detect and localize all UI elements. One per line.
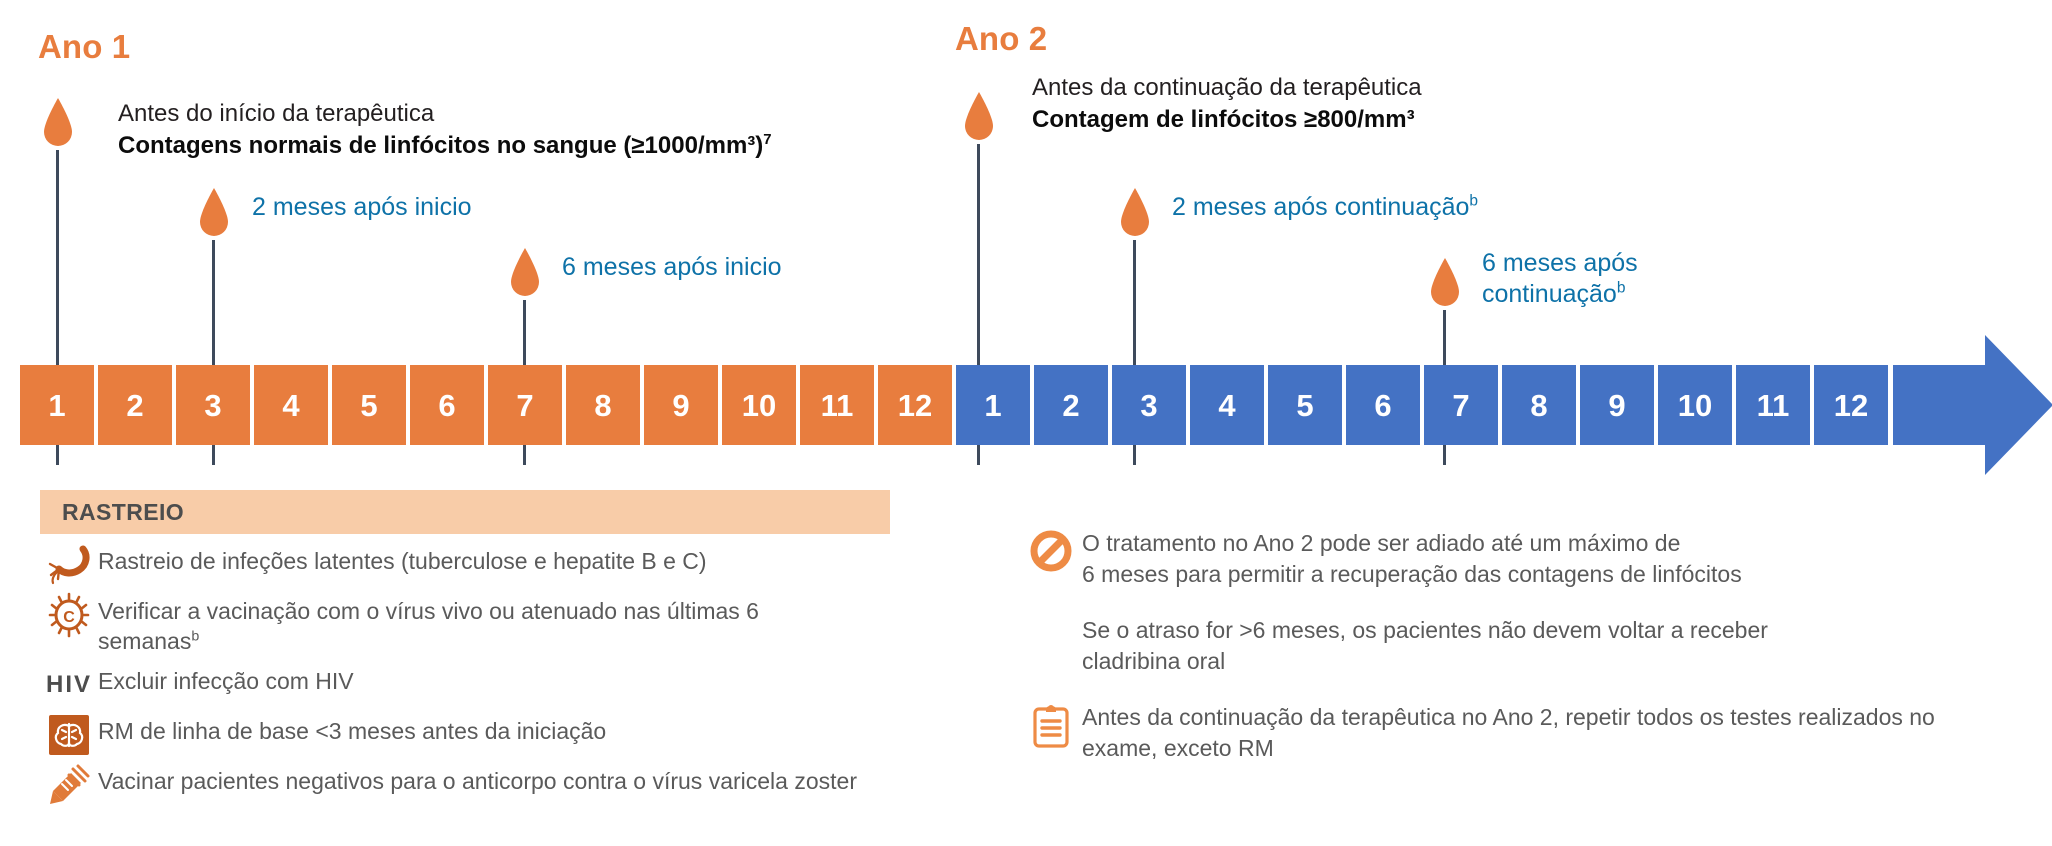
svg-text:C: C [63, 609, 75, 626]
note-item-text: Antes da continuação da terapêutica no A… [1082, 704, 1935, 761]
year2-label: Ano 2 [955, 20, 1048, 57]
marker-stem [56, 150, 59, 465]
month-cell-y2-4[interactable]: 4 [1190, 365, 1264, 445]
droplet-icon [1428, 258, 1462, 310]
note-item: O tratamento no Ano 2 pode ser adiado at… [1020, 528, 2030, 589]
clipboard-icon [1020, 702, 1082, 750]
month-cell-y2-3[interactable]: 3 [1112, 365, 1186, 445]
screening-title: RASTREIO [62, 498, 185, 525]
month-cell-y1-11[interactable]: 11 [800, 365, 874, 445]
month-cell-y1-10[interactable]: 10 [722, 365, 796, 445]
bacteria-icon [40, 543, 98, 587]
droplet-icon [41, 98, 75, 150]
year1-callout-line1: Antes do início da terapêutica [118, 100, 435, 127]
marker-stem [212, 240, 215, 465]
month-cell-y2-1[interactable]: 1 [956, 365, 1030, 445]
year1-note-6months: 6 meses após inicio [562, 253, 782, 281]
month-cell-y1-12[interactable]: 12 [878, 365, 952, 445]
month-cell-y1-9[interactable]: 9 [644, 365, 718, 445]
month-cell-y2-10[interactable]: 10 [1658, 365, 1732, 445]
list-item-label: Vacinar pacientes negativos para o antic… [98, 767, 857, 794]
month-cell-y2-8[interactable]: 8 [1502, 365, 1576, 445]
month-cell-y1-3[interactable]: 3 [176, 365, 250, 445]
screening-list: Rastreio de infeções latentes (tuberculo… [40, 543, 1000, 813]
list-item-label: Rastreio de infeções latentes (tuberculo… [98, 548, 707, 574]
list-item-label: Excluir infecção com HIV [98, 667, 354, 694]
droplet-icon [962, 92, 996, 144]
year1-callout: Antes do início da terapêutica Contagens… [118, 98, 772, 161]
droplet-icon [508, 248, 542, 300]
month-cell-y1-4[interactable]: 4 [254, 365, 328, 445]
month-cell-y2-2[interactable]: 2 [1034, 365, 1108, 445]
marker-stem [977, 144, 980, 465]
droplet-icon [197, 188, 231, 240]
syringe-icon [40, 763, 98, 807]
list-item: C Verificar a vacinação com o vírus vivo… [40, 592, 1000, 657]
year1-callout-line2: Contagens normais de linfócitos no sangu… [118, 131, 772, 159]
brain-mri-icon [40, 713, 98, 757]
month-cell-y1-7[interactable]: 7 [488, 365, 562, 445]
month-cell-y1-1[interactable]: 1 [20, 365, 94, 445]
notes-panel: O tratamento no Ano 2 pode ser adiado at… [1020, 528, 2030, 789]
hiv-icon: HIV [40, 663, 98, 707]
virus-icon: C [40, 592, 98, 638]
month-cell-y2-5[interactable]: 5 [1268, 365, 1342, 445]
prohibition-icon [1020, 528, 1082, 576]
year2-callout-line1: Antes da continuação da terapêutica [1032, 74, 1422, 101]
month-cell-y2-7[interactable]: 7 [1424, 365, 1498, 445]
list-item: Vacinar pacientes negativos para o antic… [40, 763, 1000, 807]
year2-callout: Antes da continuação da terapêutica Cont… [1032, 72, 1422, 135]
hiv-icon-label: HIV [45, 670, 92, 698]
marker-stem [1133, 240, 1136, 465]
list-item: HIV Excluir infecção com HIV [40, 663, 1000, 707]
month-cell-y2-12[interactable]: 12 [1814, 365, 1888, 445]
year2-callout-line2: Contagem de linfócitos ≥800/mm³ [1032, 105, 1415, 133]
timeline-months: 1 2 3 4 5 6 7 8 9 10 11 12 1 2 3 4 5 6 7… [20, 365, 1892, 445]
list-item-label: Verificar a vacinação com o vírus vivo o… [98, 598, 759, 654]
list-item: Rastreio de infeções latentes (tuberculo… [40, 543, 1000, 587]
year1-note-2months: 2 meses após inicio [252, 193, 472, 221]
year1-label: Ano 1 [38, 28, 131, 65]
note-item-text: Se o atraso for >6 meses, os pacientes n… [1082, 617, 1768, 674]
month-cell-y1-5[interactable]: 5 [332, 365, 406, 445]
note-item-text: O tratamento no Ano 2 pode ser adiado at… [1082, 530, 1742, 587]
month-cell-y2-11[interactable]: 11 [1736, 365, 1810, 445]
month-cell-y1-8[interactable]: 8 [566, 365, 640, 445]
note-item: Antes da continuação da terapêutica no A… [1020, 702, 2030, 763]
month-cell-y1-2[interactable]: 2 [98, 365, 172, 445]
screening-header: RASTREIO [40, 490, 890, 534]
month-cell-y2-9[interactable]: 9 [1580, 365, 1654, 445]
year2-note-2months: 2 meses após continuaçãob [1172, 192, 1479, 221]
list-item-label: RM de linha de base <3 meses antes da in… [98, 717, 607, 744]
timeline-arrow-icon [1893, 335, 2052, 480]
month-cell-y1-6[interactable]: 6 [410, 365, 484, 445]
list-item: RM de linha de base <3 meses antes da in… [40, 713, 1000, 757]
droplet-icon [1118, 188, 1152, 240]
month-cell-y2-6[interactable]: 6 [1346, 365, 1420, 445]
note-spacer [1020, 615, 1082, 663]
note-item: Se o atraso for >6 meses, os pacientes n… [1020, 615, 2030, 676]
